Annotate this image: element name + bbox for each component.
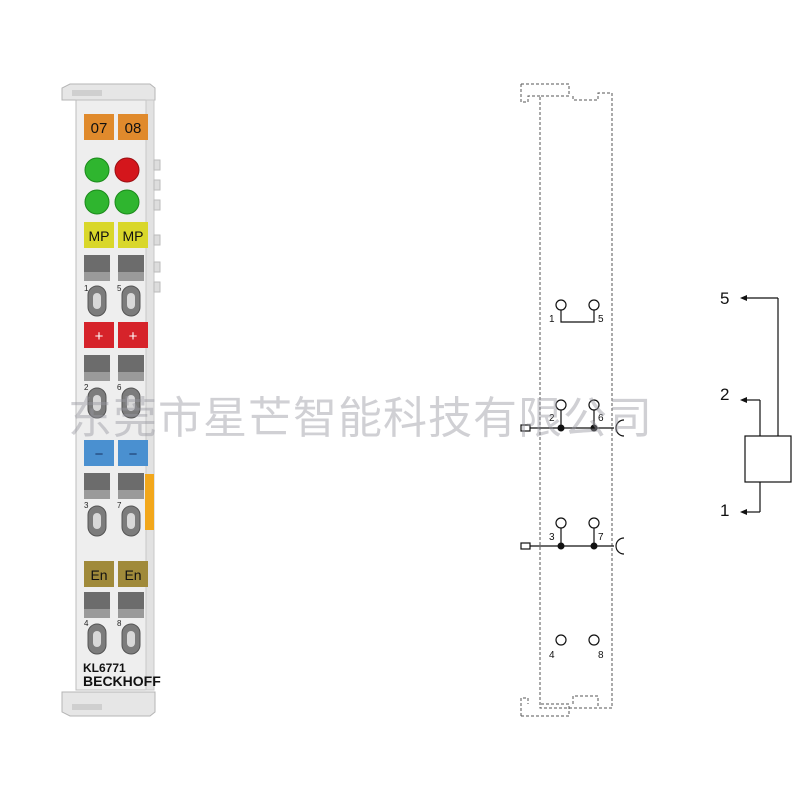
svg-text:+: + bbox=[95, 328, 104, 345]
en-label-1 bbox=[84, 561, 114, 587]
plus-label-1 bbox=[84, 322, 114, 348]
pin-1-label: 1 bbox=[720, 501, 729, 520]
led-green-2 bbox=[84, 189, 110, 215]
svg-text:8: 8 bbox=[598, 650, 604, 661]
tab-08-label: 08 bbox=[125, 120, 142, 137]
tab-07 bbox=[84, 114, 114, 140]
svg-text:7: 7 bbox=[117, 501, 122, 510]
brand-logo: BECKHOFF bbox=[83, 673, 161, 689]
svg-text:−: − bbox=[95, 446, 104, 463]
svg-text:4: 4 bbox=[84, 619, 89, 628]
svg-text:En: En bbox=[90, 567, 107, 583]
terminal-row-1: 1 5 bbox=[84, 255, 144, 317]
plus-label-2 bbox=[118, 322, 148, 348]
svg-text:5: 5 bbox=[598, 314, 604, 325]
led-green-3 bbox=[114, 189, 140, 215]
led-green-1 bbox=[84, 157, 110, 183]
svg-text:MP: MP bbox=[89, 228, 110, 244]
svg-text:5: 5 bbox=[117, 284, 122, 293]
svg-text:7: 7 bbox=[598, 532, 604, 543]
pin-2-label: 2 bbox=[720, 385, 729, 404]
mp-label-1 bbox=[84, 222, 114, 248]
svg-text:2: 2 bbox=[549, 413, 555, 424]
pin-5-label: 5 bbox=[720, 289, 729, 308]
terminal-pair-3-7 bbox=[520, 517, 625, 555]
en-label-2 bbox=[118, 561, 148, 587]
svg-text:En: En bbox=[124, 567, 141, 583]
svg-text:6: 6 bbox=[117, 383, 122, 392]
terminal-row-4: 4 8 bbox=[84, 592, 144, 655]
terminal-pair-4-8 bbox=[555, 634, 600, 646]
svg-text:6: 6 bbox=[598, 413, 604, 424]
terminal-pair-2-6 bbox=[520, 399, 625, 437]
tab-07-label: 07 bbox=[91, 120, 108, 137]
svg-text:1: 1 bbox=[84, 284, 89, 293]
svg-text:4: 4 bbox=[549, 650, 555, 661]
terminal-row-3: 3 7 bbox=[84, 473, 144, 537]
model-label: KL6771 bbox=[83, 661, 126, 675]
minus-label-1 bbox=[84, 440, 114, 466]
svg-text:MP: MP bbox=[123, 228, 144, 244]
svg-text:−: − bbox=[129, 446, 138, 463]
module-outline bbox=[520, 83, 613, 717]
svg-text:3: 3 bbox=[84, 501, 89, 510]
svg-text:2: 2 bbox=[84, 383, 89, 392]
terminal-pair-1-5 bbox=[555, 299, 600, 323]
external-device-wiring bbox=[744, 297, 792, 513]
minus-label-2 bbox=[118, 440, 148, 466]
svg-text:3: 3 bbox=[549, 532, 555, 543]
terminal-row-2: 2 6 bbox=[84, 355, 144, 419]
svg-text:1: 1 bbox=[549, 314, 555, 325]
mp-label-2 bbox=[118, 222, 148, 248]
led-red bbox=[114, 157, 140, 183]
svg-text:8: 8 bbox=[117, 619, 122, 628]
tab-08 bbox=[118, 114, 148, 140]
side-marker bbox=[145, 474, 154, 530]
svg-text:+: + bbox=[129, 328, 138, 345]
